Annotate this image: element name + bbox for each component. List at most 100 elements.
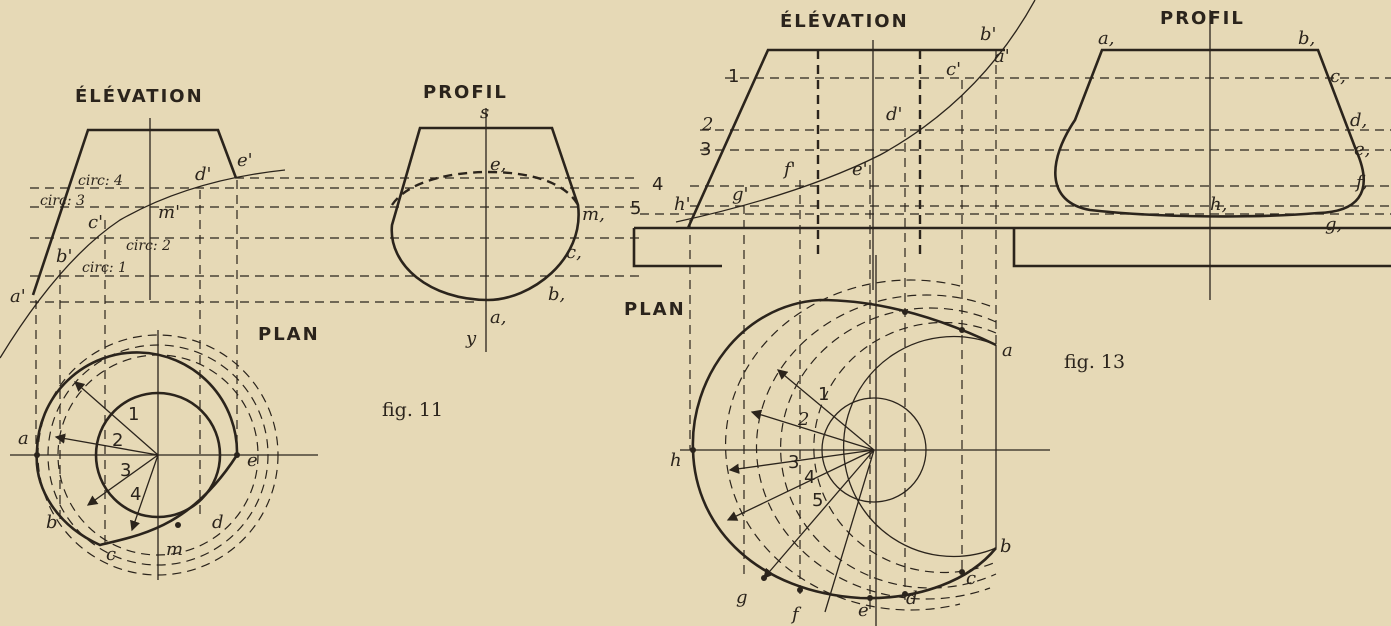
fig11-label-circ2: circ: 2 bbox=[126, 238, 171, 254]
fig11-plan-label-e: e bbox=[247, 450, 258, 471]
fig13-label-b-prime: b' bbox=[980, 24, 996, 45]
fig11-plan-label-4: 4 bbox=[130, 484, 141, 505]
fig11-profil-label-c: c, bbox=[566, 242, 582, 263]
fig13-plan-point-g bbox=[761, 575, 767, 581]
fig11-label-circ1: circ: 1 bbox=[82, 260, 127, 276]
fig13-plan-radius-4 bbox=[726, 449, 875, 521]
fig13-profil: a, b, c, d, e, f, g, h, bbox=[1054, 10, 1370, 300]
fig11-profil-title: PROFIL bbox=[423, 82, 508, 103]
fig11-profil-label-a: a, bbox=[490, 307, 506, 328]
fig13-base-right bbox=[1012, 228, 1391, 268]
fig13-elevation-outline bbox=[686, 48, 1005, 229]
fig13-profil-label-b: b, bbox=[1298, 28, 1315, 49]
fig13-plan-label-4: 4 bbox=[804, 467, 815, 488]
fig13-profil-outline bbox=[1054, 48, 1366, 218]
fig13-label-h-prime: h' bbox=[674, 194, 691, 215]
fig13-intersection-curve bbox=[675, 0, 1036, 223]
fig11-plan-radius-3 bbox=[86, 454, 159, 506]
fig13-plan: a b c d e f g h 1 2 3 4 5 bbox=[670, 255, 1050, 626]
fig13-plan-point-c bbox=[959, 569, 965, 575]
fig11-plan-label-a: a bbox=[18, 428, 29, 449]
fig11-plan-point-e bbox=[234, 452, 240, 458]
fig13-plan-inner-circle bbox=[821, 397, 927, 503]
fig13-plan-label-g: g bbox=[736, 587, 748, 608]
fig11: ÉLÉVATION PROFIL PLAN fig. 11 a' b' bbox=[0, 82, 640, 580]
fig11-label-a-prime: a' bbox=[10, 286, 26, 307]
fig11-plan-section-curve bbox=[35, 351, 239, 547]
fig13-label-c-prime: c' bbox=[946, 59, 961, 80]
fig11-plan-point-a bbox=[34, 452, 40, 458]
fig13-plan-arc-3 bbox=[780, 307, 997, 589]
fig11-plan-point-m bbox=[175, 522, 181, 528]
fig11-plan-label-3: 3 bbox=[120, 460, 131, 481]
fig11-plan-radius-1 bbox=[74, 381, 159, 456]
fig13-plan-label-3: 3 bbox=[788, 452, 799, 473]
fig11-plan-label-c: c bbox=[106, 544, 116, 565]
fig11-plan-circle-2 bbox=[47, 344, 269, 566]
fig13-elevation-title: ÉLÉVATION bbox=[780, 10, 909, 32]
fig13-plan-point-top-2 bbox=[959, 327, 965, 333]
fig13-plan-radius-5 bbox=[763, 449, 875, 579]
fig13: ÉLÉVATION PROFIL PLAN fig. 13 bbox=[624, 0, 1391, 626]
fig13-plan-arc-2 bbox=[813, 321, 997, 574]
fig11-caption: fig. 11 bbox=[382, 399, 443, 421]
fig13-plan-section-curve bbox=[691, 298, 998, 600]
fig11-elevation-title: ÉLÉVATION bbox=[75, 85, 204, 107]
fig11-label-b-prime: b' bbox=[56, 246, 72, 267]
fig11-profil-outline bbox=[390, 126, 580, 302]
fig13-plan-point-d bbox=[902, 591, 908, 597]
fig13-label-3: 3 bbox=[700, 139, 711, 160]
fig13-plan-label-d: d bbox=[906, 588, 918, 609]
fig13-profil-label-f: f, bbox=[1354, 172, 1368, 193]
fig11-plan-label-d: d bbox=[212, 512, 224, 533]
fig13-label-1: 1 bbox=[728, 66, 739, 87]
fig13-plan-label-b: b bbox=[1000, 536, 1012, 557]
fig13-label-f-prime: f' bbox=[782, 159, 796, 180]
fig13-plan-label-5: 5 bbox=[812, 490, 823, 511]
fig11-plan-radius-4 bbox=[130, 454, 159, 532]
fig13-label-e-prime: e' bbox=[852, 159, 868, 180]
fig11-profil-label-b: b, bbox=[548, 284, 565, 305]
fig13-profil-title: PROFIL bbox=[1160, 8, 1245, 29]
fig13-profil-label-a: a, bbox=[1098, 28, 1114, 49]
fig13-plan-point-top-1 bbox=[902, 309, 908, 315]
fig13-plan-label-f: f bbox=[790, 604, 802, 625]
fig11-plan-title: PLAN bbox=[258, 324, 320, 345]
fig11-label-c-prime: c' bbox=[88, 212, 103, 233]
fig11-profil-hidden-curve bbox=[391, 170, 580, 206]
fig13-plan-arc-5 bbox=[725, 279, 961, 611]
fig11-label-e-prime: e' bbox=[237, 150, 253, 171]
fig13-caption: fig. 13 bbox=[1064, 351, 1125, 373]
fig11-elevation-outline bbox=[31, 128, 238, 296]
fig11-plan-inner-circle bbox=[94, 391, 222, 519]
fig11-label-circ3: circ: 3 bbox=[40, 193, 85, 209]
fig13-plan-point-h bbox=[690, 447, 696, 453]
fig13-plan-point-e bbox=[867, 595, 873, 601]
fig11-plan-label-1: 1 bbox=[128, 404, 139, 425]
fig11-profil-label-s: s bbox=[480, 102, 489, 123]
fig13-plan-arc-1 bbox=[842, 335, 997, 558]
fig13-plan-arc-4 bbox=[755, 294, 991, 600]
fig13-plan-label-2: 2 bbox=[797, 409, 809, 430]
fig11-profil-label-e: e, bbox=[490, 154, 506, 175]
fig11-intersection-curve bbox=[0, 169, 286, 359]
fig11-plan-radius-2 bbox=[54, 433, 159, 456]
fig11-profil-label-y: y bbox=[465, 328, 477, 349]
fig13-label-d-prime: d' bbox=[886, 104, 902, 125]
fig13-profil-label-h: h, bbox=[1210, 194, 1227, 215]
fig13-label-g-prime: g' bbox=[732, 184, 748, 205]
fig13-label-a-prime: a' bbox=[994, 46, 1010, 67]
fig13-plan-point-f bbox=[797, 587, 803, 593]
fig13-label-2: 2 bbox=[701, 114, 713, 135]
fig11-plan: a b c m d e 1 2 3 4 bbox=[10, 330, 318, 580]
fig13-plan-radius-1 bbox=[777, 369, 875, 451]
fig13-label-5: 5 bbox=[630, 198, 641, 219]
fig13-plan-label-h: h bbox=[670, 450, 682, 471]
fig13-plan-radius-2 bbox=[750, 409, 875, 451]
fig11-plan-label-b: b bbox=[46, 512, 58, 533]
fig13-plan-label-a: a bbox=[1002, 340, 1013, 361]
fig11-plan-label-2: 2 bbox=[112, 430, 123, 451]
fig11-profil-label-m: m, bbox=[582, 204, 605, 225]
